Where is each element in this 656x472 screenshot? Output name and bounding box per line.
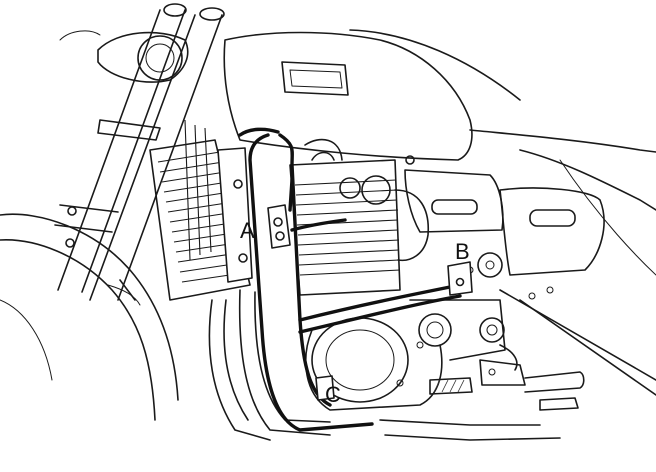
side-cover: [404, 149, 656, 396]
radiator: [149, 119, 251, 301]
front-wheel: [0, 213, 179, 421]
engine-case: [305, 252, 506, 411]
footpeg: [429, 344, 585, 411]
fuel-tank: [223, 29, 656, 161]
exhaust-pipes: [208, 289, 561, 441]
mounting-brackets: [217, 147, 473, 401]
front-fork: [54, 3, 225, 306]
crash-bar: [238, 127, 462, 432]
callout-a: A: [240, 218, 255, 243]
callout-b: B: [455, 239, 470, 264]
callout-c: C: [325, 382, 341, 407]
